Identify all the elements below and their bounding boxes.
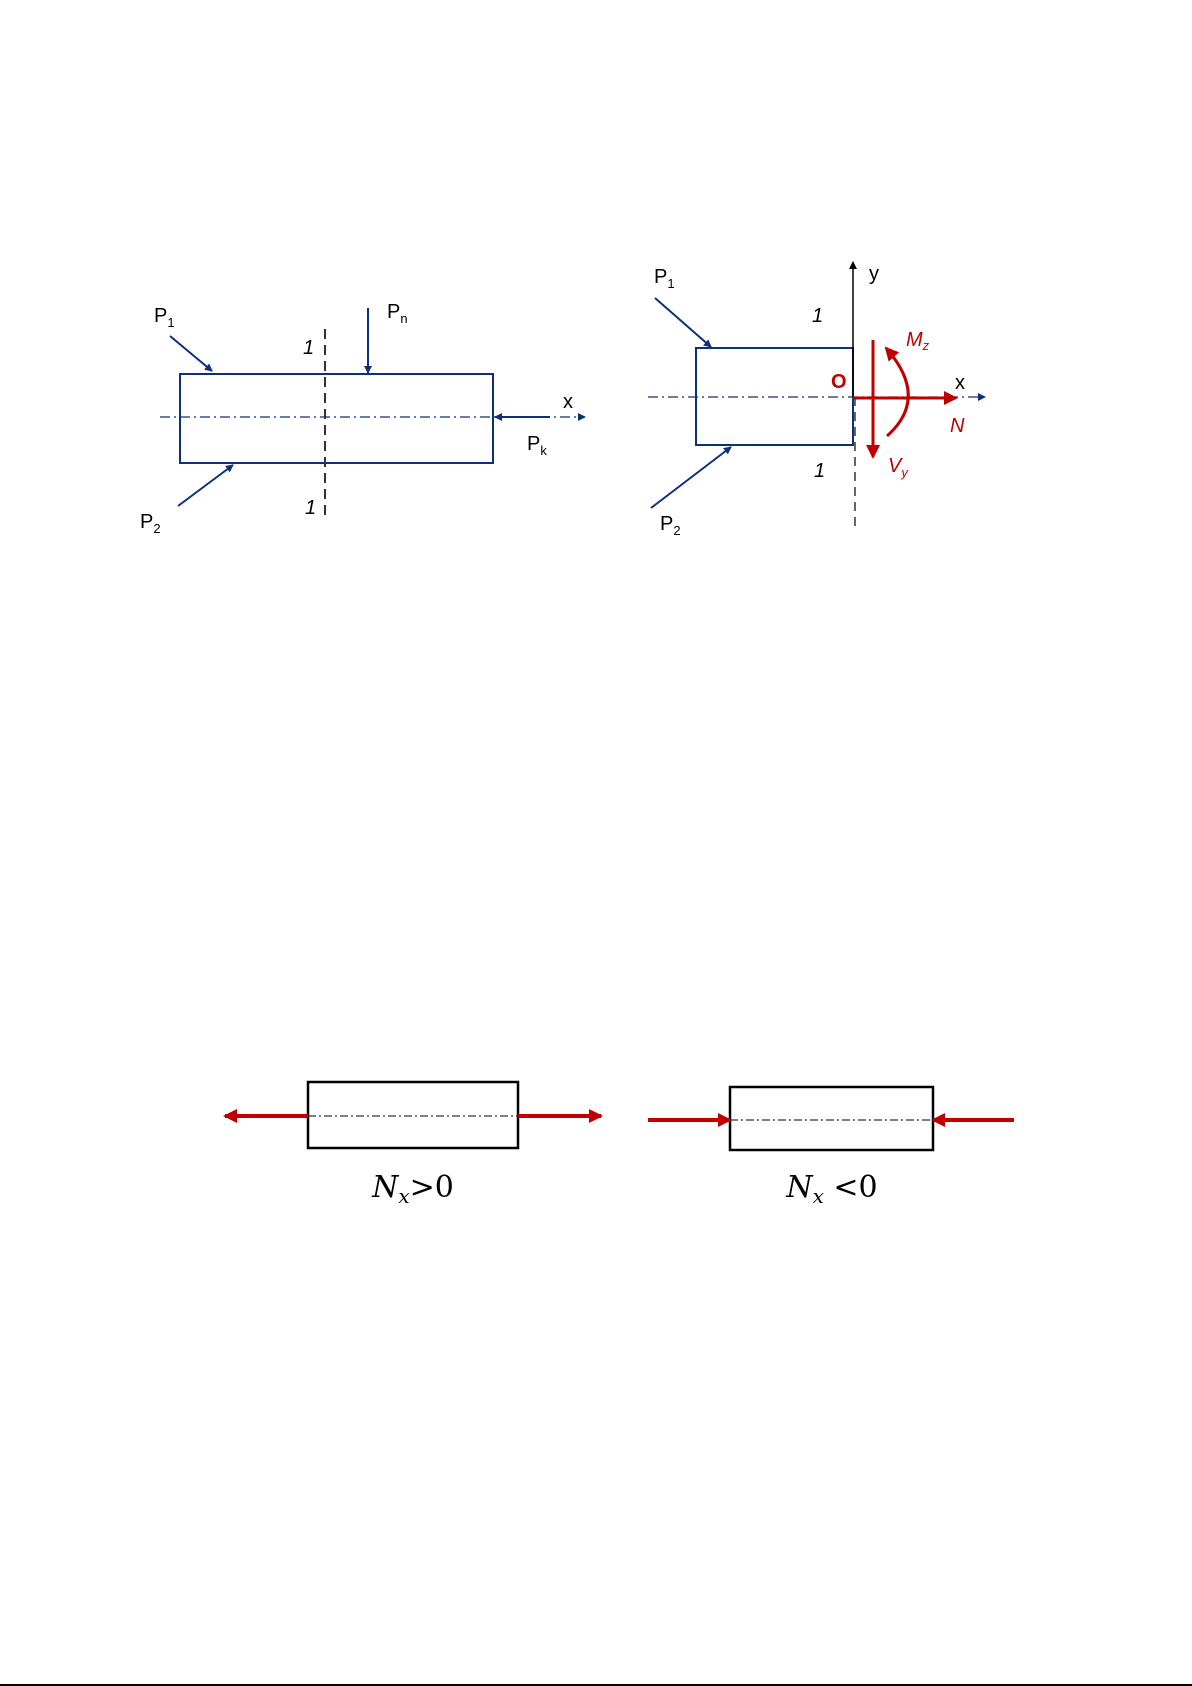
label-p2: P2 <box>660 513 681 538</box>
free-body-diagram: P1 P2 y x 1 1 O Mz N Vy <box>648 261 986 538</box>
label-shear-vy: Vy <box>888 455 909 480</box>
tension-sign-diagram: Nx>0 <box>223 1080 603 1208</box>
beam <box>179 373 494 464</box>
label-moment-mz: Mz <box>906 329 930 353</box>
label-p2: P2 <box>140 511 161 536</box>
force-arrow-p2 <box>650 446 732 509</box>
label-section-bottom: 1 <box>814 460 825 482</box>
label-p1: P1 <box>154 305 175 330</box>
label-origin: O <box>831 371 847 393</box>
label-p1: P1 <box>654 266 675 291</box>
bar-tension <box>306 1080 520 1150</box>
force-arrow-p1 <box>169 335 213 372</box>
label-y-axis: y <box>869 263 879 285</box>
label-section-top: 1 <box>303 337 314 359</box>
label-section-bottom: 1 <box>305 497 316 519</box>
label-x-axis: x <box>955 372 965 394</box>
label-pn: Pn <box>387 301 408 326</box>
bending-moment-arrow <box>884 346 910 438</box>
force-arrow-p2 <box>177 464 234 507</box>
label-pk: Pk <box>527 433 547 458</box>
force-arrow-p1 <box>654 297 712 348</box>
label-nx-negative: Nx <0 <box>785 1170 877 1208</box>
bar-compression <box>728 1085 935 1152</box>
label-section-top: 1 <box>812 305 823 327</box>
label-nx-positive: Nx>0 <box>371 1170 454 1208</box>
label-normal-n: N <box>950 415 965 437</box>
label-x-axis: x <box>563 391 573 413</box>
compression-sign-diagram: Nx <0 <box>648 1085 1014 1208</box>
beam-loading-diagram: P1 P2 Pn Pk x 1 1 <box>140 301 586 536</box>
